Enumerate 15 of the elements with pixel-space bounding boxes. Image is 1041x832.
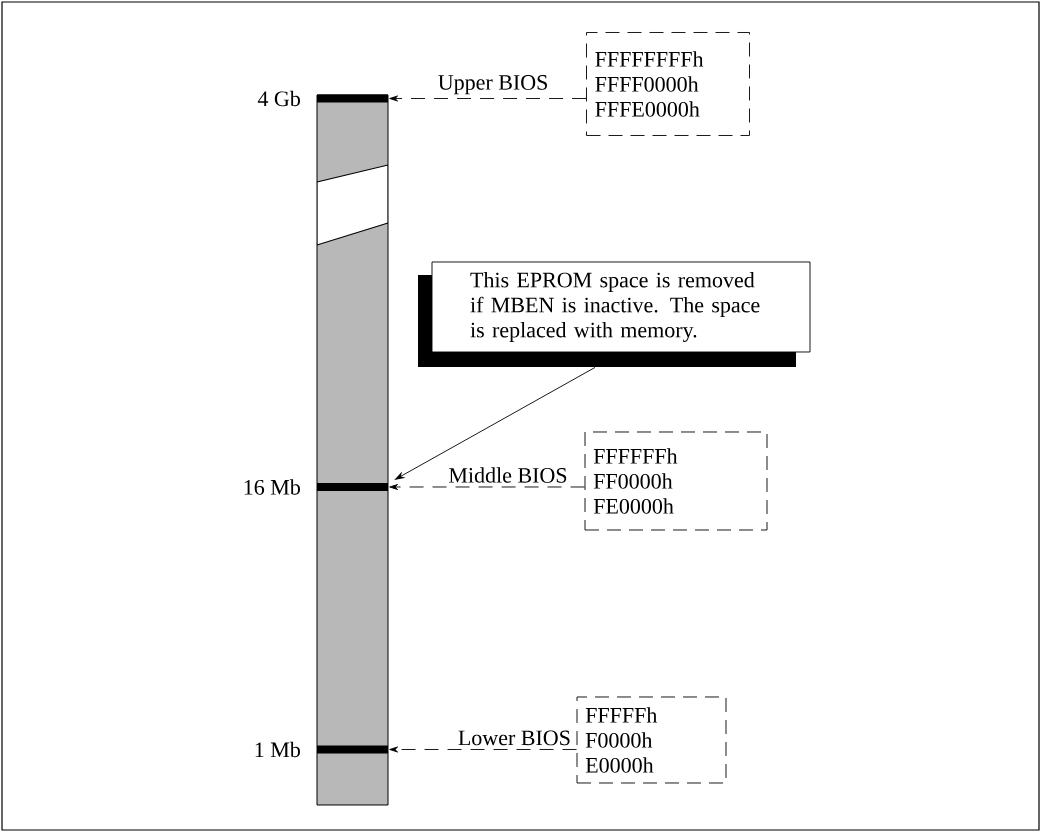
memory-column (316, 94, 389, 806)
callout-box: This EPROM space is removed if MBEN is inactive. The space is replaced with memory. (418, 261, 811, 367)
address-box: FFFFFFh FF0000h FE0000h (584, 431, 768, 531)
address-label: 1 Mb (255, 741, 300, 758)
address-label: 4 Gb (257, 90, 300, 107)
edge-label: Lower BIOS (458, 730, 570, 746)
arrow (395, 367, 596, 480)
arrow (389, 746, 577, 753)
edge-label: Middle BIOS (449, 467, 567, 483)
arrow (389, 95, 587, 102)
address-box: FFFFFFFFh FFFF0000h FFFE0000h (586, 32, 750, 136)
address-label: 16 Mb (244, 479, 300, 495)
address-box: FFFFFh F0000h E0000h (576, 696, 727, 784)
arrow (389, 484, 585, 490)
edge-label: Upper BIOS (438, 75, 547, 95)
